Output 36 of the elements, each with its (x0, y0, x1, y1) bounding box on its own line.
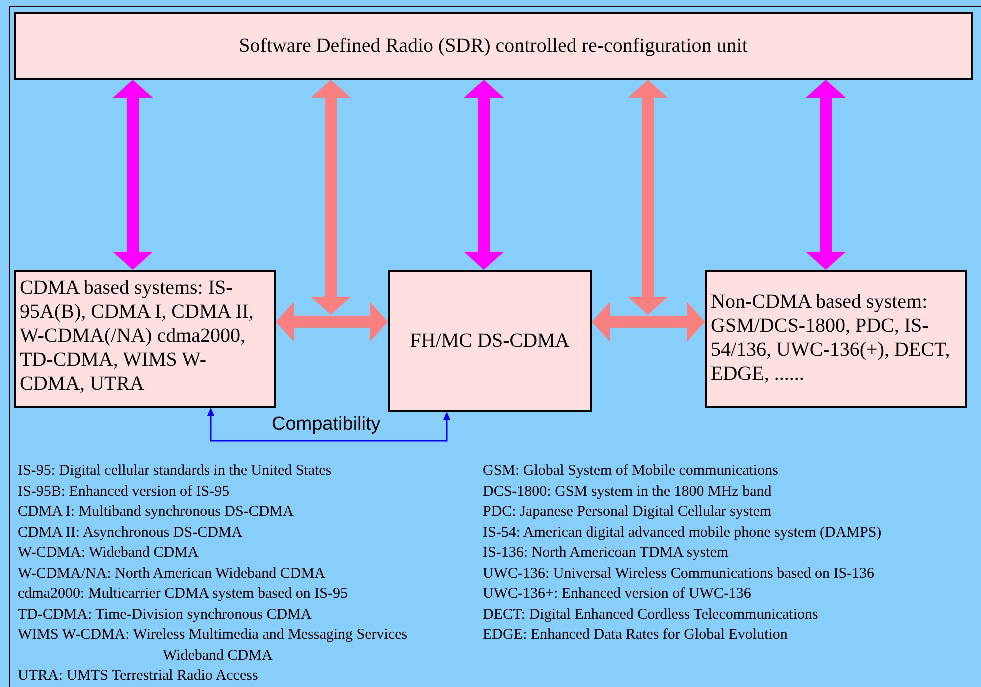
abbreviation-note: IS-54: American digital advanced mobile phone system (DAMPS) (483, 524, 883, 542)
abbreviation-note: UTRA: UMTS Terrestrial Radio Access (18, 667, 260, 686)
box-text: CDMA based systems: IS-95A(B), CDMA I, CDMA II, W-CDMA(/NA) cdma2000, TD-CDMA, WIMS W-CDMA, UTRA (20, 277, 254, 395)
abbreviation-note: CDMA I: Multiband synchronous DS-CDMA (18, 503, 295, 522)
system-box (14, 270, 276, 408)
double-arrow (806, 80, 846, 270)
abbreviation-note: DECT: Digital Enhanced Cordless Telecommunications (483, 606, 820, 624)
abbreviation-note: UWC-136: Universal Wireless Communications based on IS-136 (483, 564, 876, 584)
system-box (14, 12, 973, 80)
double-arrow (208, 408, 450, 442)
abbreviation-note: W-CDMA: Wideband CDMA (18, 544, 200, 563)
abbreviation-note: WIMS W-CDMA: Wireless Multimedia and Messaging Services Wideband CDMA (18, 626, 409, 666)
box-text: Software Defined Radio (SDR) controlled re-configuration unit (239, 34, 748, 59)
abbreviation-note: UWC-136+: Enhanced version of UWC-136 (483, 585, 752, 604)
abbreviation-note: IS-136: North Americoan TDMA system (483, 544, 730, 563)
system-box (388, 270, 592, 412)
double-arrow (592, 302, 705, 342)
double-arrow (311, 80, 351, 315)
abbreviation-note: W-CDMA/NA: North American Wideband CDMA (18, 564, 326, 584)
double-arrow (276, 302, 388, 342)
double-arrow (113, 80, 153, 270)
abbreviation-note: EDGE: Enhanced Data Rates for Global Evolution (483, 626, 789, 645)
box-text: FH/MC DS-CDMA (410, 329, 570, 354)
system-box (705, 270, 967, 408)
double-arrow (628, 80, 668, 315)
abbreviation-note: DCS-1800: GSM system in the 1800 MHz band (483, 482, 773, 502)
abbreviation-note: IS-95B: Enhanced version of IS-95 (18, 482, 231, 502)
abbreviation-note: GSM: Global System of Mobile communications (483, 462, 780, 481)
edge-label: Compatibility (270, 413, 383, 437)
abbreviation-note: TD-CDMA: Time-Division synchronous CDMA (18, 606, 313, 624)
abbreviation-note: IS-95: Digital cellular standards in the United States (18, 462, 333, 481)
abbreviation-note: cdma2000: Multicarrier CDMA system based on IS-95 (18, 585, 349, 604)
box-text: Non-CDMA based system: GSM/DCS-1800, PDC, IS-54/136, UWC-136(+), DECT, EDGE, ...... (711, 291, 950, 385)
double-arrow (464, 80, 504, 270)
abbreviation-note: CDMA II: Asynchronous DS-CDMA (18, 524, 244, 542)
abbreviation-note: PDC: Japanese Personal Digital Cellular system (483, 503, 773, 522)
